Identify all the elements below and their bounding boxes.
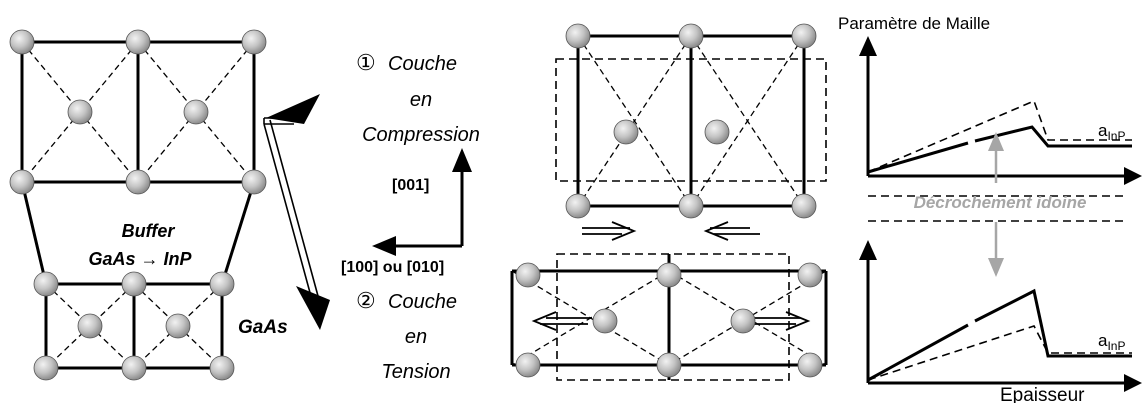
decrochement-arrows [988,132,1004,277]
svg-text:Couche: Couche [388,53,457,75]
compression-arrows [582,221,760,241]
atom [678,23,704,49]
atom [125,169,151,195]
tension-cell [510,253,828,381]
atom [704,119,730,145]
tension-label: ② Couche en Tension [356,288,457,383]
atom [791,193,817,219]
atom [565,193,591,219]
atom [77,313,103,339]
atom [515,352,541,378]
left-lattice: Buffer GaAs → InP GaAs [9,29,288,381]
svg-text:Compression: Compression [362,124,480,146]
top-plot: Paramètre de Maille aInP [838,14,1142,185]
atom [121,271,147,297]
atom [678,193,704,219]
axis-001-label: [001] [392,177,429,194]
tension-arrows [531,311,811,331]
top-unit-cell [20,40,256,184]
atom [797,352,823,378]
atom [209,355,235,381]
atom [656,262,682,288]
split-arrows [263,94,330,330]
atom [592,308,618,334]
svg-text:en: en [405,326,427,348]
atom [515,262,541,288]
atom [125,29,151,55]
grown-curve-part2 [974,125,1132,148]
svg-text:②: ② [356,288,376,313]
bottom-plot: aInP Epaisseur [859,240,1142,403]
buffer-trapezoid [20,181,256,285]
svg-text:Tension: Tension [381,361,450,383]
atom [209,271,235,297]
svg-text:Couche: Couche [388,291,457,313]
atom [33,355,59,381]
axis-100-label: [100] ou [010] [341,259,444,276]
grown-curve-part2 [974,288,1132,358]
atom [121,355,147,381]
atom [730,308,756,334]
crystal-axes: [001] [100] ou [010] [341,148,472,276]
grown-curve-part1 [867,323,969,382]
svg-text:en: en [410,89,432,111]
a-inp-label: aInP [1098,331,1125,353]
buffer-label-line2: GaAs → InP [88,249,192,269]
atom [613,119,639,145]
bottom-unit-cell [44,282,224,370]
atom [241,29,267,55]
gaas-label: GaAs [238,317,288,338]
left-atoms [9,29,267,381]
atom [791,23,817,49]
atom [565,23,591,49]
atom [33,271,59,297]
svg-text:①: ① [356,50,376,75]
atom [797,262,823,288]
compression-cell [555,23,827,219]
atom [183,99,209,125]
a-inp-label: aInP [1098,121,1125,143]
atom [656,352,682,378]
compression-label: ① Couche en Compression [356,50,480,146]
grown-curve-part1 [867,141,969,174]
reference-curve [867,325,1132,381]
atom [9,169,35,195]
x-axis-label: Epaisseur [1000,385,1085,403]
y-axis-label: Paramètre de Maille [838,14,990,33]
buffer-label-line1: Buffer [122,221,176,241]
decrochement-label: Décrochement idoine [914,193,1087,212]
atom [165,313,191,339]
reference-curve [867,99,1132,173]
atom [67,99,93,125]
atom [9,29,35,55]
atom [241,169,267,195]
